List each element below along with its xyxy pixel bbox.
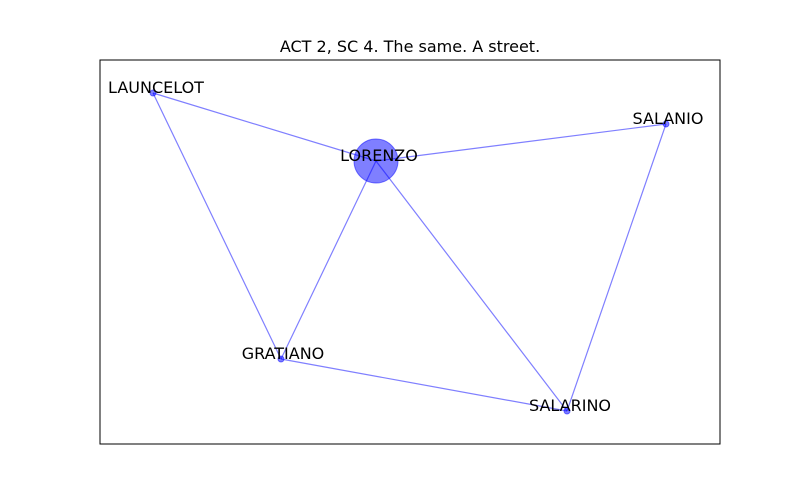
edge-launcelot-gratiano (152, 92, 282, 360)
labels-layer: LAUNCELOT LORENZO SALANIO GRATIANO SALARINO (108, 78, 703, 415)
node-salarino (563, 407, 571, 415)
edge-gratiano-salarino (280, 358, 568, 412)
edge-lorenzo-salarino (375, 160, 568, 412)
node-label-salanio: SALANIO (633, 109, 704, 128)
nodes-layer (149, 89, 670, 415)
node-salanio (662, 120, 670, 128)
edge-salanio-salarino (566, 123, 667, 412)
node-label-lorenzo: LORENZO (340, 146, 418, 165)
edge-lorenzo-gratiano (280, 160, 377, 360)
node-lorenzo (353, 138, 399, 184)
node-launcelot (149, 89, 157, 97)
node-gratiano (277, 355, 285, 363)
node-label-launcelot: LAUNCELOT (108, 78, 204, 97)
edge-lorenzo-salanio (375, 123, 667, 162)
node-label-salarino: SALARINO (529, 396, 611, 415)
edge-launcelot-lorenzo (152, 92, 377, 162)
graph-title: ACT 2, SC 4. The same. A street. (280, 37, 540, 56)
plot-frame (99, 59, 721, 445)
node-label-gratiano: GRATIANO (242, 344, 325, 363)
edges-layer (152, 92, 667, 412)
